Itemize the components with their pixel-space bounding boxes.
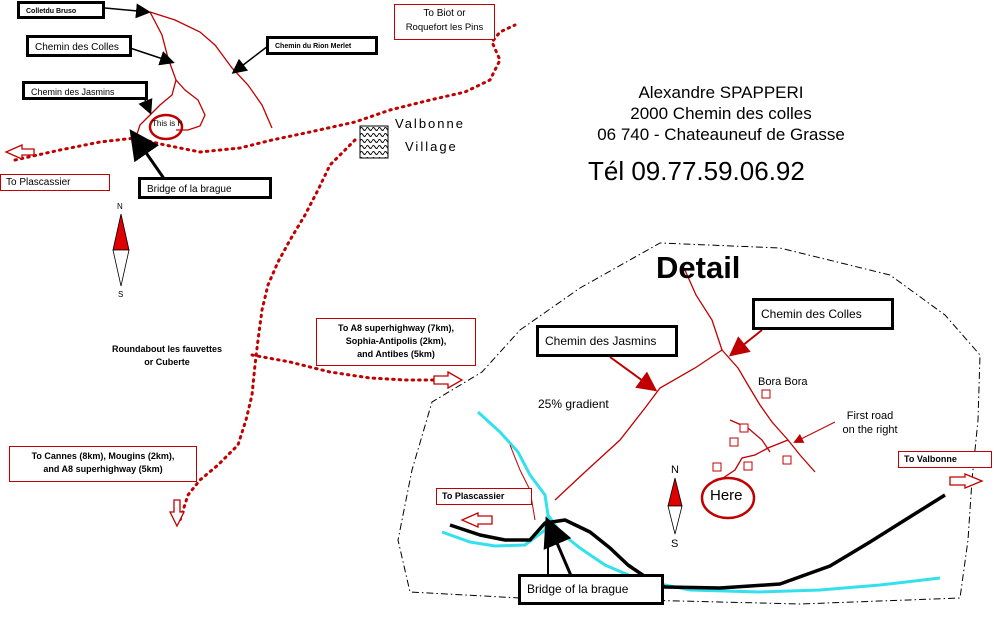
- address-street: 2000 Chemin des colles: [630, 104, 812, 123]
- road-rion-merlet: [149, 11, 273, 129]
- road-jasmins-loop: [175, 79, 206, 131]
- compass-detail-n: N: [671, 464, 679, 476]
- label-to-cannes: To Cannes (8km), Mougins (2km), and A8 s…: [9, 446, 197, 482]
- dotted-road-east: [250, 353, 437, 382]
- main-road-valbonne: [449, 493, 946, 590]
- arrow-bridge-detail-1: [543, 516, 574, 579]
- houses: [712, 389, 792, 472]
- detail-road-first-right: [719, 439, 789, 481]
- arrow-to-plascassier-detail: [460, 512, 493, 528]
- arrow-bridge-overview: [129, 129, 167, 181]
- roundabout-line1: Roundabout les fauvettes: [111, 344, 222, 354]
- first-road-line1: First road: [846, 410, 894, 422]
- label-colle-de-bruso: Colletdu Bruso: [17, 1, 105, 19]
- valbonne-village-marker: [359, 125, 389, 159]
- compass-detail-s: S: [671, 538, 679, 550]
- compass-overview-n: N: [117, 202, 123, 211]
- arrow-chemin-des-jasmins: [138, 98, 153, 115]
- label-bora-bora: Bora Bora: [758, 376, 808, 388]
- roundabout-line2: or Cuberte: [144, 357, 190, 367]
- label-detail-bridge: Bridge of la brague: [518, 574, 664, 605]
- compass-detail: [667, 477, 683, 535]
- valbonne-line1: Valbonne: [395, 116, 465, 131]
- arrow-detail-colles: [728, 329, 763, 357]
- to-a8-line2: Sophia-Antipolis (2km),: [345, 336, 447, 346]
- arrow-colle-de-bruso: [104, 3, 151, 19]
- to-a8-line3: and Antibes (5km): [357, 349, 435, 359]
- label-gradient: 25% gradient: [538, 397, 609, 411]
- label-bridge-overview: Bridge of la brague: [138, 177, 272, 199]
- label-to-biot: To Biot or Roquefort les Pins: [394, 4, 495, 40]
- to-cannes-line2: and A8 superhighway (5km): [43, 464, 163, 474]
- address-name: Alexandre SPAPPERI: [638, 83, 804, 102]
- label-detail-chemin-des-colles: Chemin des Colles: [752, 298, 894, 330]
- arrow-rion-merlet: [231, 45, 269, 74]
- detail-road-bridge-left: [509, 444, 536, 521]
- label-chemin-des-jasmins: Chemin des Jasmins: [22, 81, 148, 100]
- village-line2: Village: [405, 139, 458, 154]
- compass-overview-s: S: [118, 290, 124, 299]
- dotted-road-south: [178, 138, 357, 522]
- to-biot-line1: To Biot or: [423, 8, 466, 19]
- label-to-a8: To A8 superhighway (7km), Sophia-Antipol…: [316, 318, 476, 366]
- arrow-to-valbonne: [949, 473, 984, 489]
- label-roundabout: Roundabout les fauvettes or Cuberte: [95, 343, 239, 369]
- address-city: 06 740 - Chateauneuf de Grasse: [597, 125, 845, 144]
- to-biot-line2: Roquefort les Pins: [405, 22, 484, 33]
- arrow-first-road: [793, 421, 836, 443]
- detail-title: Detail: [656, 250, 741, 285]
- label-village: Village: [405, 139, 458, 154]
- road-colle-de-bruso: [134, 11, 177, 141]
- arrow-chemin-des-colles: [129, 47, 175, 66]
- arrow-detail-jasmins: [609, 356, 658, 392]
- this-is-here-circle: [148, 113, 184, 141]
- arrow-to-plascassier-overview: [4, 144, 35, 160]
- label-this-is-here: This is Here: [152, 119, 182, 128]
- detail-road-bora: [721, 349, 816, 473]
- label-to-plascassier-detail: To Plascassier: [436, 488, 532, 505]
- detail-road-spur: [729, 419, 771, 453]
- label-detail-chemin-des-jasmins: Chemin des Jasmins: [536, 325, 678, 357]
- label-chemin-des-colles: Chemin des Colles: [26, 35, 132, 57]
- address-block: Alexandre SPAPPERI 2000 Chemin des colle…: [566, 82, 876, 145]
- label-here: Here: [710, 487, 743, 504]
- label-valbonne: Valbonne: [395, 116, 465, 131]
- to-cannes-line1: To Cannes (8km), Mougins (2km),: [31, 451, 175, 461]
- label-to-valbonne: To Valbonne: [898, 451, 992, 468]
- label-rion-merlet: Chemin du Rion Merlet: [266, 36, 378, 55]
- detail-road-colles: [554, 267, 723, 501]
- here-circle: [700, 476, 756, 520]
- arrow-to-cannes: [168, 499, 186, 528]
- to-a8-line1: To A8 superhighway (7km),: [337, 323, 455, 333]
- compass-overview: [112, 213, 130, 287]
- detail-boundary: [397, 242, 981, 605]
- dotted-road-west: [13, 23, 517, 162]
- label-to-plascassier-overview: To Plascassier: [0, 174, 110, 191]
- first-road-line2: on the right: [842, 424, 898, 436]
- label-first-road: First road on the right: [826, 409, 914, 437]
- address-phone: Tél 09.77.59.06.92: [588, 156, 805, 186]
- arrow-to-a8: [433, 370, 464, 390]
